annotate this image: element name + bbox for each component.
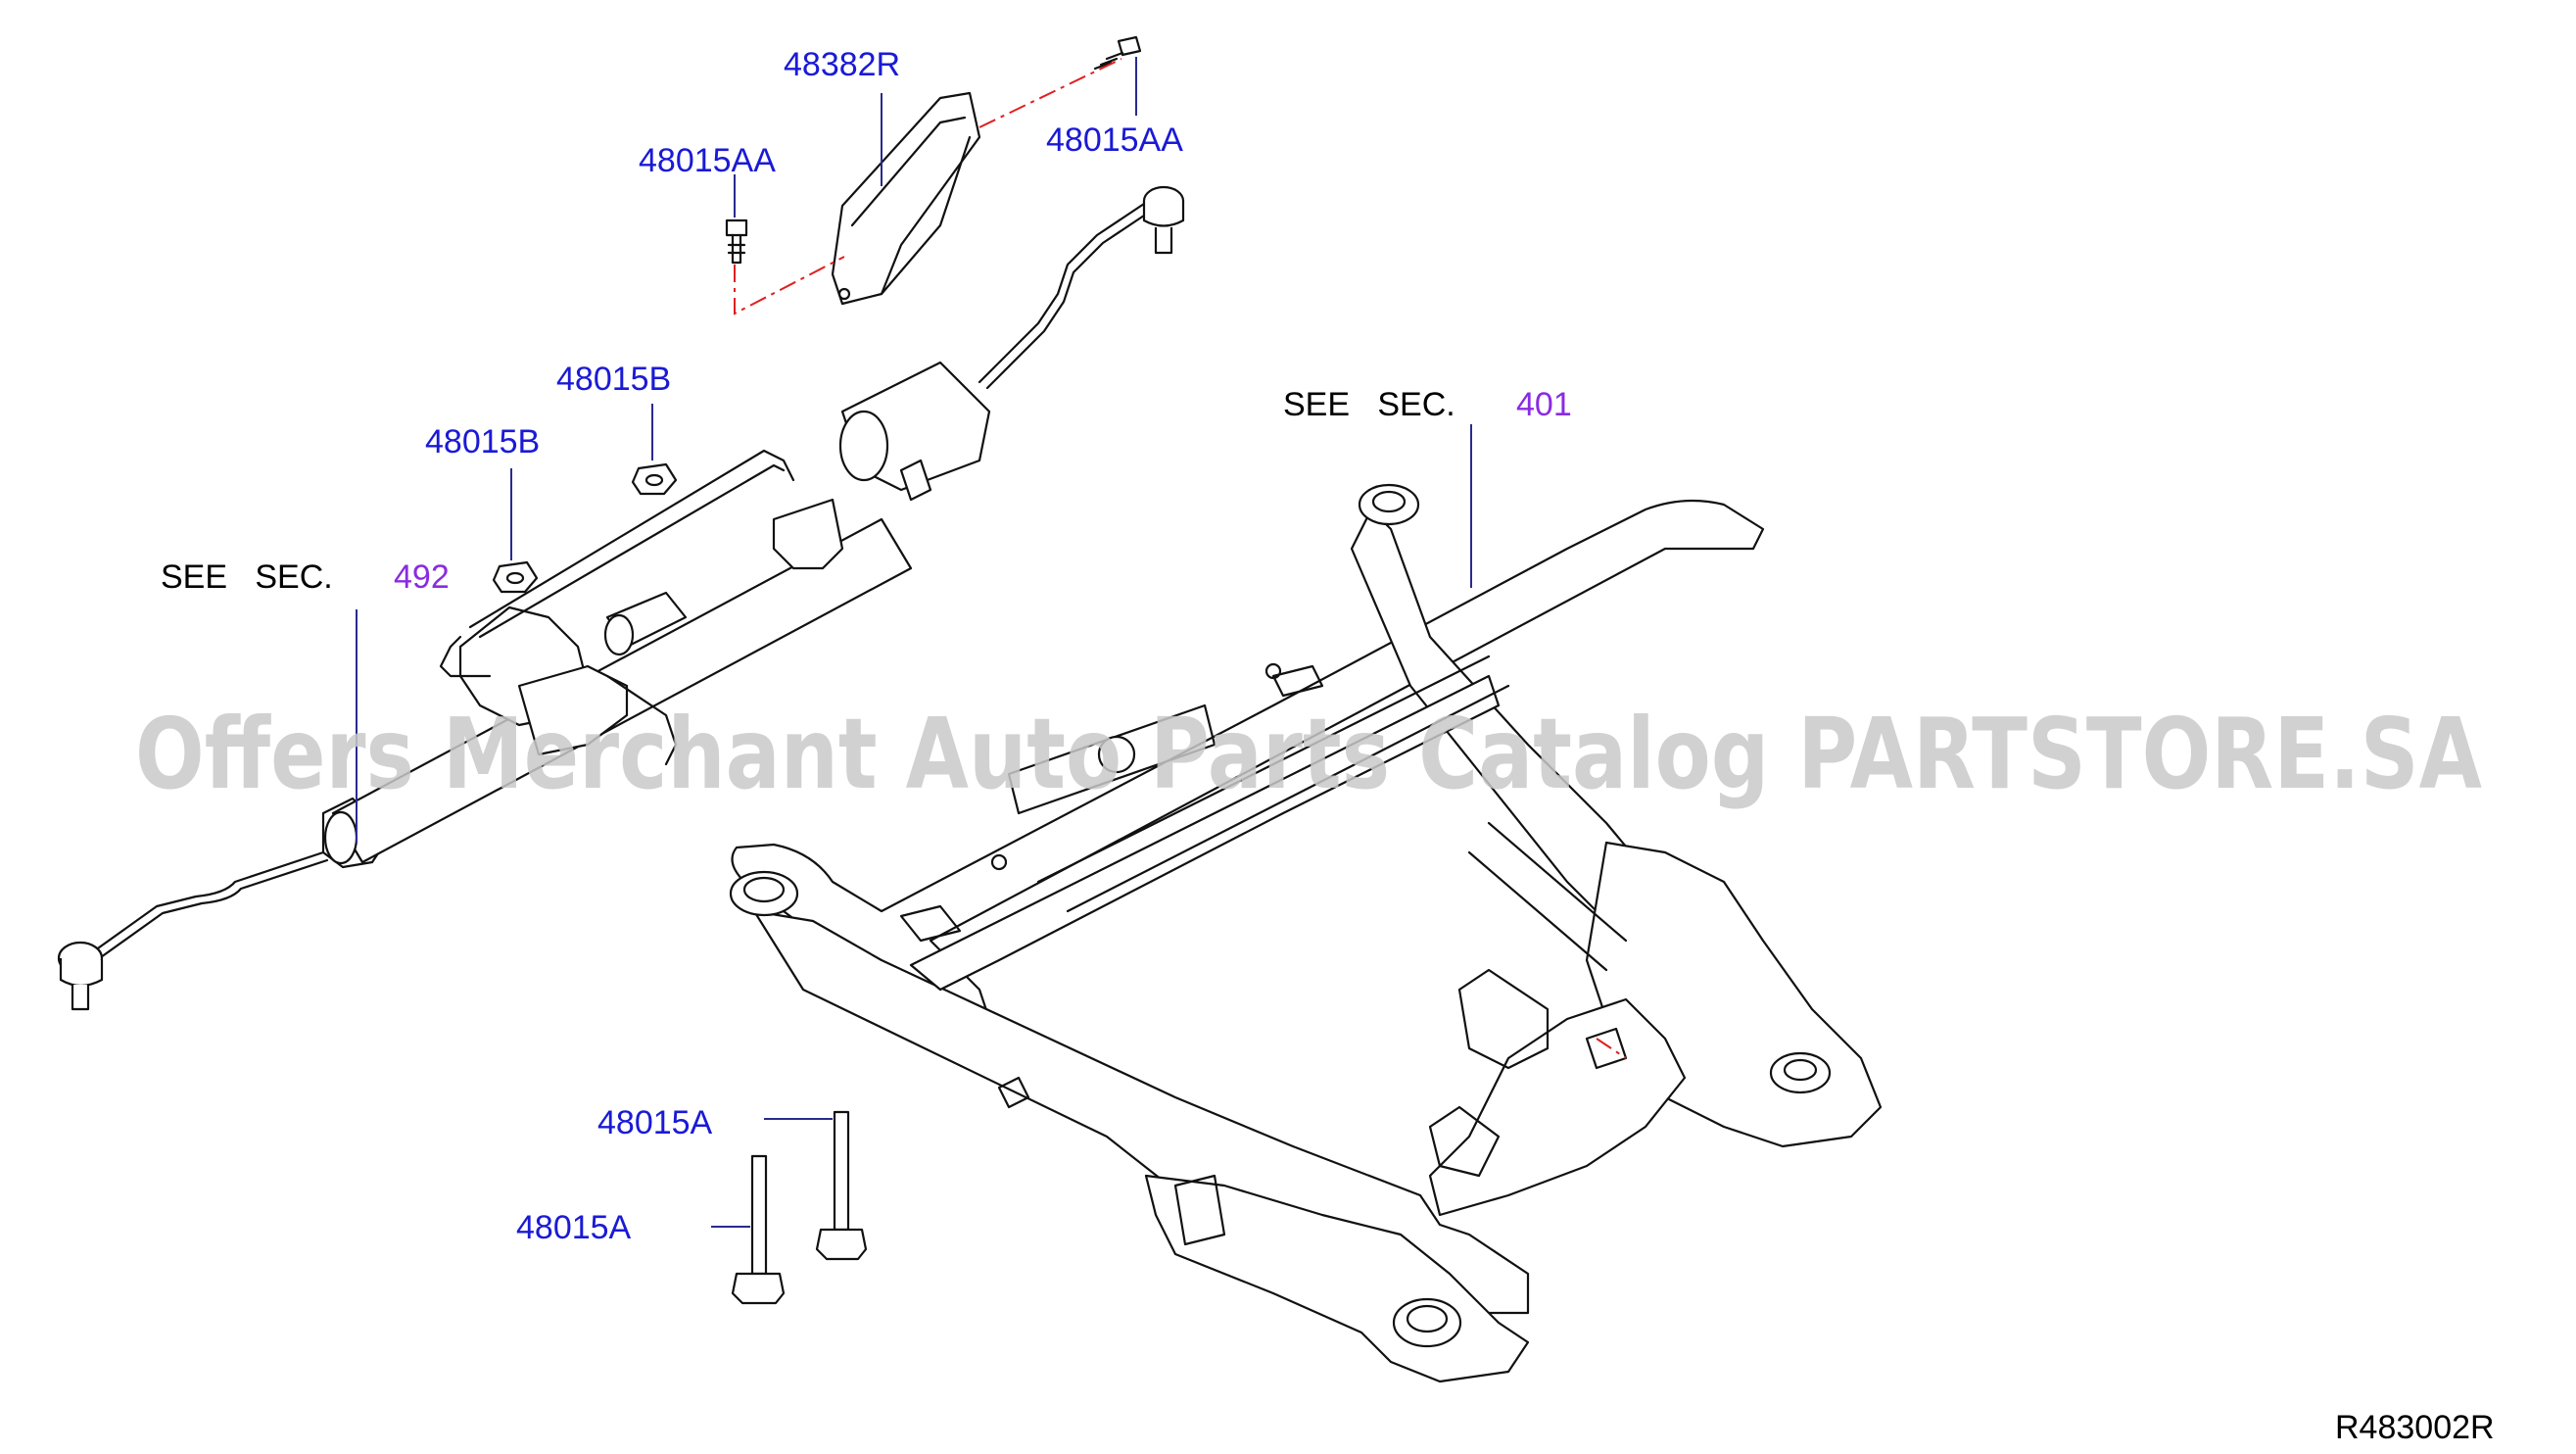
label-48015A-lower[interactable]: 48015A — [516, 1209, 632, 1246]
rack-mount-clamp-right — [772, 498, 844, 570]
see-sec-492-text: SEE SEC. — [161, 558, 333, 596]
diagram-code: R483002R — [2335, 1409, 2495, 1446]
bolt-48015A-lower — [731, 1154, 786, 1305]
rear-top-mount-bushing — [1358, 483, 1420, 526]
see-sec-401-text: SEE SEC. — [1283, 386, 1455, 423]
front-suspension-subframe — [729, 483, 1883, 1383]
see-sec-492-number[interactable]: 492 — [394, 558, 450, 596]
rack-heat-shield-bracket — [831, 91, 981, 306]
label-48015AA-left[interactable]: 48015AA — [639, 142, 776, 179]
label-48015B-lower[interactable]: 48015B — [425, 423, 540, 460]
label-48015A-upper[interactable]: 48015A — [597, 1104, 713, 1141]
steering-gear-rack — [57, 185, 1185, 1011]
bolt-axis-line-right — [978, 58, 1122, 128]
label-48015AA-right[interactable]: 48015AA — [1046, 121, 1183, 159]
watermark-text: Offers Merchant Auto Parts Catalog PARTS… — [135, 697, 2482, 811]
nut-48015B-lower — [492, 560, 539, 594]
bolt-48015AA-right — [1093, 35, 1142, 71]
see-sec-401-number[interactable]: 401 — [1516, 386, 1572, 423]
bolt-axis-line-left — [734, 256, 845, 315]
label-48015B-upper[interactable]: 48015B — [556, 361, 671, 398]
bolt-48015A-upper — [815, 1110, 868, 1261]
right-mount-bushing — [1769, 1051, 1832, 1094]
bolt-48015AA-left — [725, 218, 748, 265]
nut-48015B-upper — [631, 462, 678, 496]
subframe-axis-line — [1596, 1038, 1627, 1059]
label-48382R[interactable]: 48382R — [784, 46, 900, 83]
